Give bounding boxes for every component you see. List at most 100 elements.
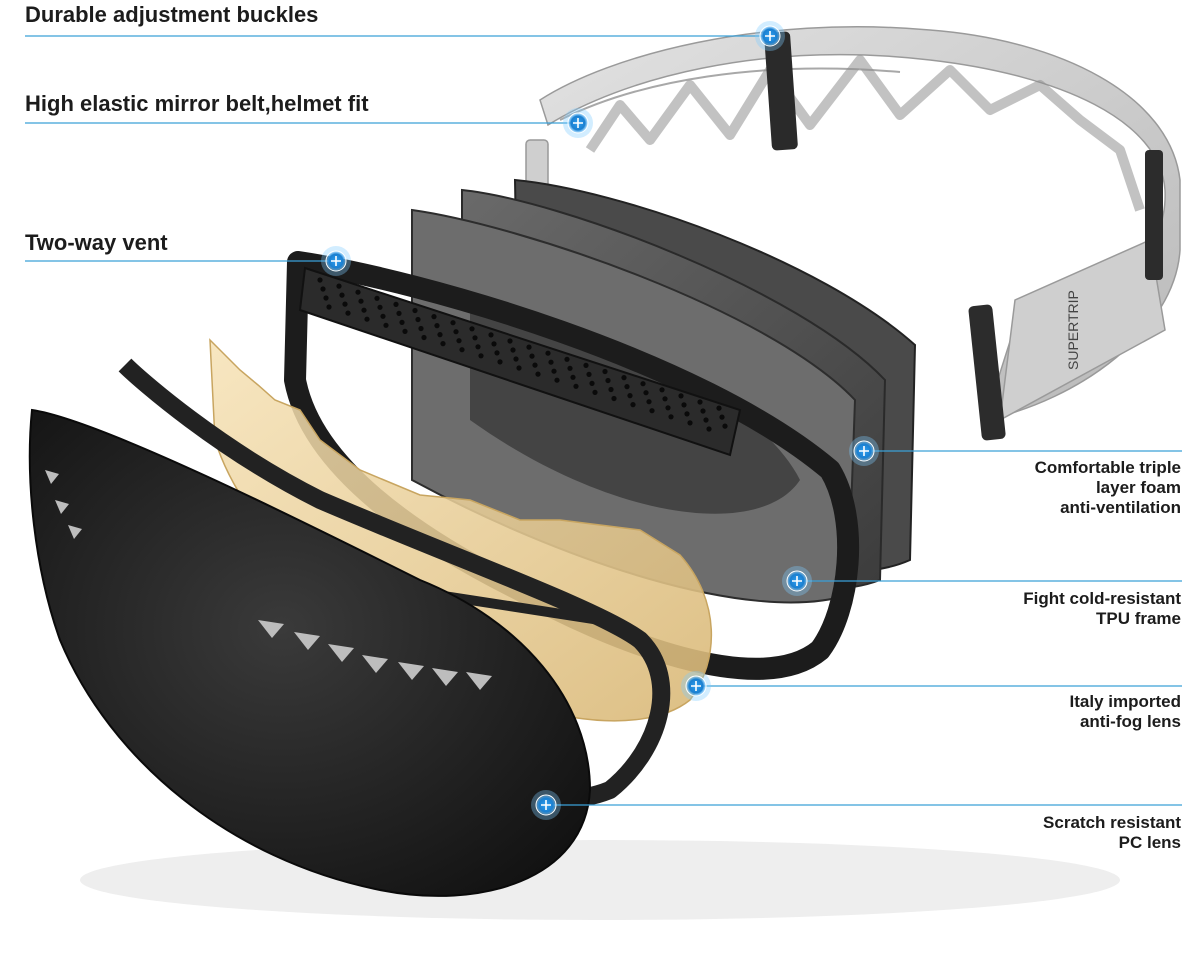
outer-vent-slot [45, 470, 59, 484]
callout-label-inner-lens: Italy imported anti-fog lens [1069, 692, 1181, 731]
outer-pc-lens [28, 408, 592, 897]
vent-hole [431, 314, 437, 320]
vent-hole [383, 322, 389, 328]
vent-hole [627, 393, 633, 399]
outer-vent-slot [258, 620, 284, 638]
vent-hole [681, 402, 687, 408]
vent-hole [412, 307, 418, 314]
vent-hole [472, 335, 478, 341]
vent-hole [415, 316, 421, 323]
vent-hole [326, 304, 332, 310]
vent-hole [456, 338, 462, 344]
outer-vent-slot [466, 672, 492, 690]
vent-hole [684, 411, 690, 417]
vent-hole [567, 365, 573, 371]
vent-hole [668, 414, 674, 420]
strap-brand-text: SUPERTRIP [1065, 290, 1081, 370]
vent-hole [554, 377, 560, 383]
plus-icon [691, 681, 701, 691]
callout-label-outer-lens: Scratch resistant PC lens [1043, 813, 1181, 852]
vent-hole [513, 356, 519, 362]
vent-hole [323, 295, 329, 301]
vent-hole [719, 414, 725, 420]
plus-icon [765, 31, 775, 41]
callout-label-vent: Two-way vent [25, 230, 168, 255]
vent-hole [358, 298, 364, 304]
callout-lines [25, 21, 1182, 820]
plus-icon [859, 446, 869, 456]
vent-hole [361, 307, 367, 313]
vent-hole [649, 408, 655, 414]
vent-hole [434, 323, 440, 329]
callout-label-buckles: Durable adjustment buckles [25, 2, 319, 27]
vent-hole [393, 301, 399, 307]
vent-hole [551, 368, 557, 374]
outer-vent-slot [55, 500, 69, 514]
vent-hole [421, 334, 427, 341]
vent-hole [706, 426, 712, 432]
vent-hole [703, 417, 709, 423]
callout-label-frame: Fight cold-resistant TPU frame [1023, 589, 1181, 628]
vent-hole [602, 368, 608, 375]
vent-hole [659, 387, 665, 393]
vent-hole [678, 393, 684, 399]
callout-label-belt: High elastic mirror belt,helmet fit [25, 91, 369, 116]
vent-hole [608, 386, 614, 393]
vent-hole [380, 313, 386, 319]
vent-hole [564, 356, 570, 362]
outer-vent-slot [328, 644, 354, 662]
vent-hole [583, 362, 589, 368]
vent-hole [621, 375, 627, 381]
vent-hole [529, 353, 535, 359]
vent-hole [399, 319, 405, 325]
vent-hole [377, 304, 383, 310]
strap-buckle-top [764, 31, 798, 151]
vent-hole [418, 325, 424, 332]
outer-vent-slot [68, 525, 82, 539]
vent-hole [374, 295, 380, 301]
outer-vent-slot [362, 655, 388, 673]
vent-hole [605, 377, 611, 384]
vent-hole [469, 326, 475, 332]
vent-hole [339, 292, 345, 298]
vent-hole [548, 359, 554, 365]
vent-hole [437, 332, 443, 338]
vent-hole [510, 347, 516, 353]
floor-shadow [80, 840, 1120, 920]
vent-hole [450, 320, 456, 326]
vent-hole [453, 329, 459, 335]
vent-hole [507, 338, 513, 344]
vent-hole [345, 310, 351, 316]
vent-hole [687, 420, 693, 426]
vent-hole [589, 380, 595, 386]
vent-hole [722, 423, 728, 429]
vent-hole [716, 405, 722, 411]
vent-hole [440, 341, 446, 347]
vent-hole [396, 310, 402, 316]
vent-hole [488, 332, 494, 338]
vent-hole [317, 277, 323, 283]
strap-buckle-lower [968, 304, 1006, 441]
vent-hole [355, 289, 361, 295]
vent-hole [364, 316, 370, 322]
vent-hole [586, 371, 592, 377]
vent-hole [516, 365, 522, 371]
plus-icon [331, 256, 341, 266]
vent-hole [459, 347, 465, 353]
vent-hole [640, 381, 646, 387]
vent-hole [402, 328, 408, 334]
plus-icon [792, 576, 802, 586]
vent-hole [336, 283, 342, 289]
strap-buckle-right [1145, 150, 1163, 280]
vent-hole [643, 390, 649, 396]
vent-hole [624, 384, 630, 390]
vent-hole [532, 362, 538, 368]
plus-icon [573, 118, 583, 128]
vent-hole [573, 383, 579, 389]
vent-hole [494, 350, 500, 356]
outer-vent-slot [294, 632, 320, 650]
vent-hole [646, 399, 652, 405]
vent-hole [700, 408, 706, 414]
vent-hole [611, 395, 617, 402]
